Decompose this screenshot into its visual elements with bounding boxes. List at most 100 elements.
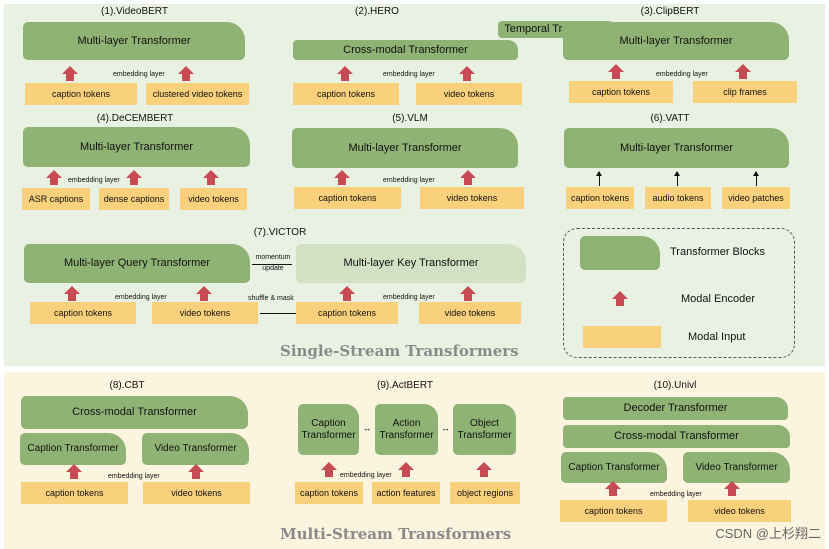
embedding-layer-label: embedding layer: [383, 294, 435, 301]
modal-encoder-arrow: [178, 66, 194, 81]
modal-encoder-arrow: [196, 286, 212, 301]
univl-caption-transformer: Caption Transformer: [561, 452, 667, 483]
victor-key-input-caption: caption tokens: [296, 302, 398, 324]
actbert-title: (9).ActBERT: [377, 380, 433, 391]
univl-title: (10).Univl: [653, 380, 697, 391]
modal-encoder-line: [596, 171, 602, 186]
legend-transformer-blocks-label: Transformer Blocks: [670, 246, 765, 258]
victor-shuffle-mask-label: shuffle & mask: [248, 295, 294, 302]
embedding-layer-label: embedding layer: [115, 294, 167, 301]
modal-encoder-arrow: [724, 481, 740, 496]
legend-modal-encoder-arrow: [612, 291, 628, 306]
legend-modal-input-label: Modal Input: [688, 331, 746, 343]
legend-modal-encoder-label: Modal Encoder: [681, 293, 755, 305]
vlm-input-caption: caption tokens: [294, 187, 401, 209]
modal-encoder-arrow: [337, 66, 353, 81]
momentum-update-arrow: [252, 264, 292, 265]
victor-key-transformer: Multi-layer Key Transformer: [296, 244, 526, 283]
modal-encoder-arrow: [398, 462, 414, 477]
actbert-action-transformer: Action Transformer: [375, 404, 438, 455]
embedding-layer-label: embedding layer: [656, 71, 708, 78]
videobert-title: (1).VideoBERT: [101, 6, 168, 17]
univl-decoder-transformer: Decoder Transformer: [563, 397, 788, 420]
hero-input-video: video tokens: [416, 83, 522, 105]
cbt-video-transformer: Video Transformer: [142, 433, 249, 465]
hero-title: (2).HERO: [355, 6, 399, 17]
vatt-input-audio: audio tokens: [645, 187, 711, 209]
embedding-layer-label: embedding layer: [68, 177, 120, 184]
victor-key-input-video: video tokens: [419, 302, 521, 324]
legend-transformer-block-swatch: [580, 236, 660, 270]
actbert-object-transformer: Object Transformer: [453, 404, 516, 455]
clipbert-input-frames: clip frames: [693, 81, 797, 103]
decembert-input-dense: dense captions: [99, 188, 169, 210]
modal-encoder-arrow: [608, 64, 624, 79]
embedding-layer-label: embedding layer: [108, 473, 160, 480]
modal-encoder-arrow: [735, 64, 751, 79]
victor-input-video: video tokens: [152, 302, 258, 324]
univl-video-transformer: Video Transformer: [683, 452, 790, 483]
single-stream-label: Single-Stream Transformers: [280, 342, 519, 360]
decembert-input-video: video tokens: [180, 188, 247, 210]
legend-box: [563, 228, 795, 358]
modal-encoder-arrow: [203, 170, 219, 185]
multi-stream-label: Multi-Stream Transformers: [280, 525, 512, 543]
modal-encoder-arrow: [188, 464, 204, 479]
modal-encoder-arrow: [460, 170, 476, 185]
bidirectional-arrow-icon: ↔: [441, 423, 450, 433]
bidirectional-arrow-icon: ↔: [362, 423, 372, 433]
clipbert-input-caption: caption tokens: [569, 81, 673, 103]
victor-title: (7).VICTOR: [253, 227, 307, 238]
embedding-layer-label: embedding layer: [383, 71, 435, 78]
modal-encoder-arrow: [460, 286, 476, 301]
legend-modal-input-swatch: [583, 326, 661, 348]
univl-cross-modal-transformer: Cross-modal Transformer: [563, 425, 790, 448]
vatt-input-caption: caption tokens: [566, 187, 634, 209]
videobert-input-caption: caption tokens: [25, 83, 137, 105]
embedding-layer-label: embedding layer: [113, 71, 165, 78]
decembert-input-asr: ASR captions: [22, 188, 90, 210]
modal-encoder-line: [674, 171, 680, 186]
modal-encoder-arrow: [66, 464, 82, 479]
embedding-layer-label: embedding layer: [650, 491, 702, 498]
victor-momentum-label: momentum: [255, 254, 291, 261]
modal-encoder-arrow: [126, 170, 142, 185]
modal-encoder-arrow: [476, 462, 492, 477]
actbert-input-caption: caption tokens: [295, 482, 363, 504]
single-stream-panel: [4, 4, 825, 366]
victor-update-label: update: [262, 265, 284, 272]
cbt-cross-modal-transformer: Cross-modal Transformer: [21, 396, 248, 429]
vlm-title: (5).VLM: [392, 113, 428, 124]
modal-encoder-arrow: [459, 66, 475, 81]
univl-input-video: video tokens: [688, 500, 791, 522]
modal-encoder-arrow: [62, 66, 78, 81]
cbt-title: (8).CBT: [109, 380, 145, 391]
decembert-transformer-block: Multi-layer Transformer: [23, 127, 250, 167]
shuffle-mask-arrow: [260, 313, 296, 314]
modal-encoder-arrow: [46, 170, 62, 185]
modal-encoder-arrow: [605, 481, 621, 496]
cbt-caption-transformer: Caption Transformer: [20, 433, 126, 465]
modal-encoder-arrow: [339, 286, 355, 301]
modal-encoder-arrow: [334, 170, 350, 185]
videobert-transformer-block: Multi-layer Transformer: [23, 22, 245, 60]
clipbert-transformer-block: Multi-layer Transformer: [563, 22, 789, 60]
modal-encoder-arrow: [64, 286, 80, 301]
cbt-input-video: video tokens: [143, 482, 250, 504]
embedding-layer-label: embedding layer: [340, 472, 392, 479]
modal-encoder-line: [753, 171, 759, 186]
videobert-input-video: clustered video tokens: [146, 83, 249, 105]
vlm-transformer-block: Multi-layer Transformer: [292, 128, 518, 168]
clipbert-title: (3).ClipBERT: [640, 6, 700, 17]
decembert-title: (4).DeCEMBERT: [96, 113, 174, 124]
univl-input-caption: caption tokens: [560, 500, 667, 522]
vatt-transformer-block: Multi-layer Transformer: [564, 128, 789, 168]
cbt-input-caption: caption tokens: [21, 482, 128, 504]
actbert-input-object: object regions: [450, 482, 520, 504]
vlm-input-video: video tokens: [420, 187, 524, 209]
embedding-layer-label: embedding layer: [383, 177, 435, 184]
vatt-input-video: video patches: [722, 187, 790, 209]
victor-query-transformer: Multi-layer Query Transformer: [24, 244, 250, 283]
actbert-input-action: action features: [372, 482, 440, 504]
victor-input-caption: caption tokens: [30, 302, 136, 324]
